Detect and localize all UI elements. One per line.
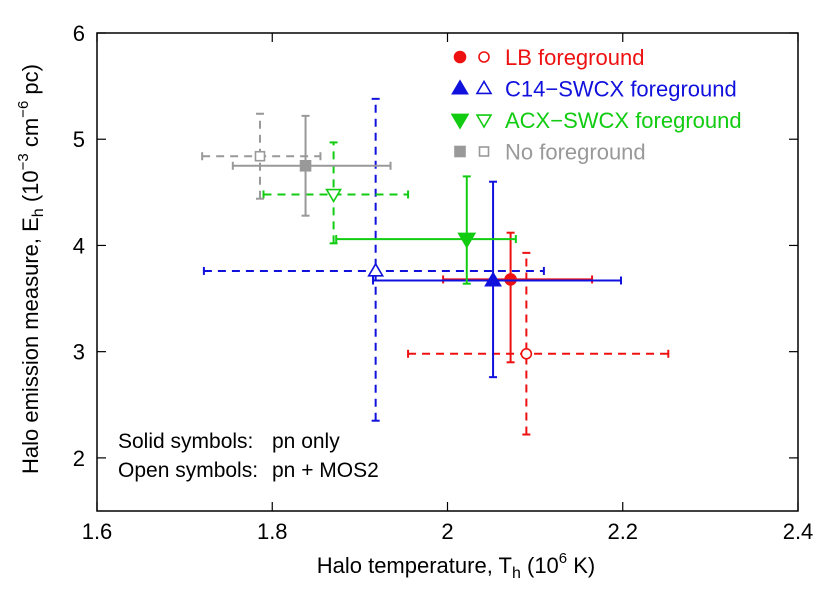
data-point-marker [484, 271, 502, 287]
plot-area [201, 97, 670, 436]
annotation-solid-label: Solid symbols: [118, 430, 253, 453]
annotation-open-value: pn + MOS2 [272, 459, 379, 482]
y-axis-label: Halo emission measure, Eh (10−3 cm−6 pc) [15, 64, 47, 474]
solid-point-lb-foreground [442, 231, 594, 364]
legend-open-marker [475, 114, 493, 129]
legend-label: C14−SWCX foreground [505, 77, 737, 102]
axes: 1.6 1.8 2 2.2 2.4 2 3 4 5 6 [73, 21, 814, 544]
legend-open-marker [478, 146, 490, 157]
x-axis-label: Halo temperature, Th (106 K) [317, 550, 596, 582]
annotation-solid-value: pn only [272, 430, 340, 453]
y-tick-label: 2 [73, 446, 85, 471]
open-point-acx-swcx-foreground [262, 141, 410, 245]
open-point-no-foreground [201, 112, 322, 200]
y-tick-label: 6 [73, 21, 85, 46]
x-tick-label: 1.6 [82, 519, 113, 544]
data-point-marker [504, 273, 517, 286]
open-point-c14-swcx-foreground [202, 97, 545, 422]
y-tick-label: 3 [73, 340, 85, 365]
legend-label: LB foreground [505, 45, 644, 70]
data-point-marker [457, 232, 477, 249]
annotations: Solid symbols: pn only Open symbols: pn … [118, 430, 379, 482]
data-point-marker [325, 188, 342, 204]
legend-label: ACX−SWCX foreground [505, 108, 742, 133]
data-point-marker [299, 159, 312, 172]
legend-open-marker [475, 79, 493, 95]
x-tick-label: 1.8 [257, 519, 288, 544]
y-tick-label: 4 [73, 233, 85, 258]
solid-point-c14-swcx-foreground [372, 180, 622, 379]
open-point-lb-foreground [407, 251, 670, 436]
solid-point-no-foreground [231, 114, 392, 217]
legend-solid-marker [454, 145, 466, 158]
data-point-marker [520, 347, 533, 360]
data-point-marker [254, 150, 266, 162]
solid-point-acx-swcx-foreground [335, 175, 517, 285]
legend-open-marker [478, 51, 490, 63]
legend-label: No foreground [505, 140, 646, 165]
y-tick-label: 5 [73, 127, 85, 152]
legend-solid-marker [451, 79, 469, 95]
annotation-open-label: Open symbols: [118, 459, 258, 482]
data-point-marker [367, 262, 385, 277]
legend-solid-marker [453, 50, 467, 64]
x-tick-label: 2 [441, 519, 453, 544]
legend-solid-marker [450, 113, 470, 130]
x-tick-label: 2.4 [783, 519, 814, 544]
x-tick-label: 2.2 [607, 519, 638, 544]
